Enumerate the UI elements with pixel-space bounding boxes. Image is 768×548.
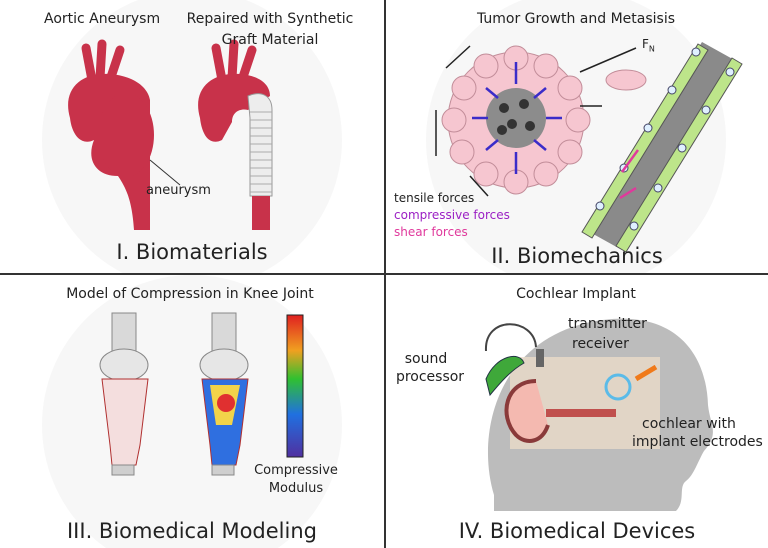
tensile-arrows [435,45,637,197]
label-processor: processor [395,369,465,385]
panel-devices: Cochlear Implant transmitter receiver so… [386,275,768,548]
legend-tensile: tensile forces [394,191,475,205]
label-transmitter: transmitter [568,316,647,332]
legend-compressive: compressive forces [394,208,510,222]
panel-modeling: Model of Compression in Knee Joint Compr… [0,275,384,548]
legend-shear: shear forces [394,225,468,239]
heading-knee-model: Model of Compression in Knee Joint [66,286,314,302]
label-repaired-line2: Graft Material [221,32,319,48]
title-modeling: III. Biomedical Modeling [66,519,317,543]
panel-biomechanics: Tumor Growth and Metasisis FN tensile fo… [386,0,768,273]
knee-mesh [99,312,149,476]
aneurysm-aorta [68,39,154,230]
title-biomechanics: II. Biomechanics [491,244,663,268]
label-repaired-line1: Repaired with Synthetic [186,11,354,27]
ear [504,379,550,443]
aorta-illustration [42,0,342,273]
tumor-illustration [426,0,743,273]
label-aneurysm: aneurysm [146,183,211,198]
color-bar [286,314,304,458]
force-label: FN [642,37,655,54]
nerve-arrow [634,364,658,382]
heading-tumor-growth: Tumor Growth and Metasisis [476,11,676,27]
sound-processor-device [485,355,525,397]
title-biomaterials: I. Biomaterials [116,240,268,264]
cochlea-icon [604,373,632,401]
blood-vessel [581,42,743,253]
label-sound: sound [404,351,448,367]
colorbar-label-line1: Compressive [254,463,338,478]
tumor-mass [441,45,647,195]
colorbar-label-line2: Modulus [268,481,324,496]
transmitter-device [536,349,544,367]
label-receiver: receiver [572,336,629,352]
cochlear-illustration [484,318,713,511]
horizontal-divider [0,273,768,275]
knee-illustration [42,275,342,548]
label-cochlear-line1: cochlear with [642,416,736,432]
knee-compression-model [199,312,249,476]
panel-biomaterials: Aortic Aneurysm Repaired with Synthetic … [0,0,384,273]
graft-aorta [198,39,273,230]
heading-cochlear: Cochlear Implant [516,286,636,302]
label-aortic-aneurysm: Aortic Aneurysm [44,11,161,27]
title-devices: IV. Biomedical Devices [458,519,696,543]
label-cochlear-line2: implant electrodes [632,434,763,450]
